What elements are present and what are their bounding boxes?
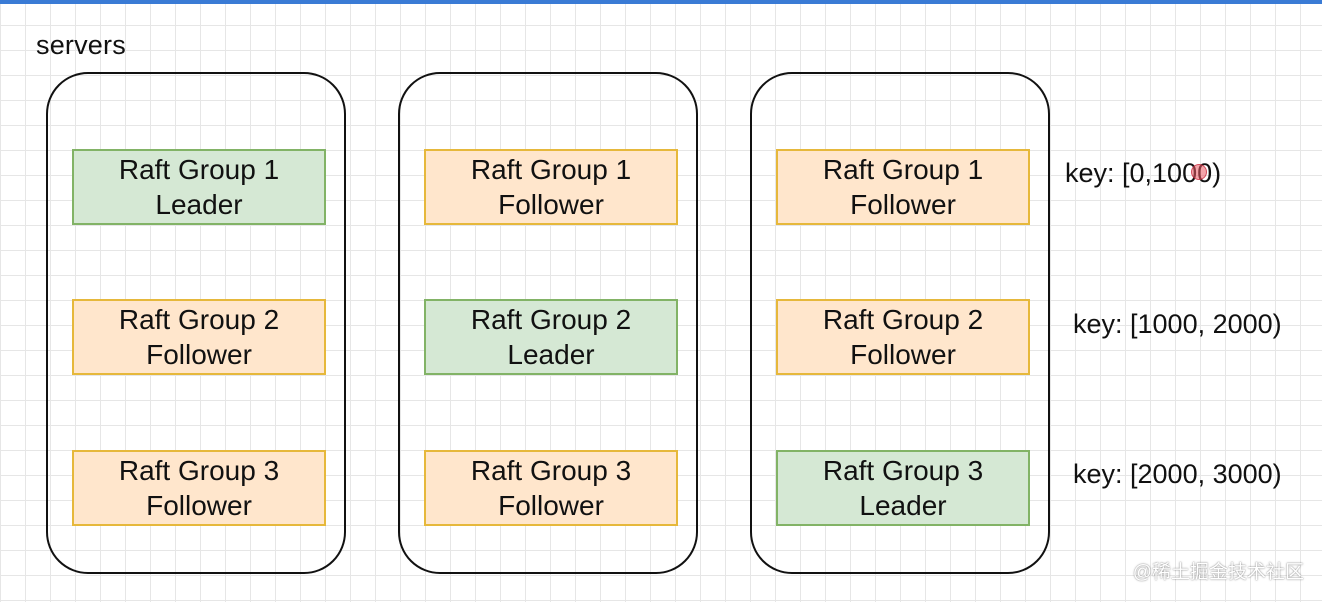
node-group-label: Raft Group 1 bbox=[118, 154, 280, 185]
node-group-label: Raft Group 2 bbox=[118, 304, 280, 335]
node-group-label: Raft Group 2 bbox=[470, 304, 632, 335]
top-accent-bar bbox=[0, 0, 1322, 4]
raft-node-server2-group1: Raft Group 1 Follower bbox=[424, 149, 678, 225]
node-role-label: Follower bbox=[498, 189, 604, 220]
node-group-label: Raft Group 3 bbox=[470, 455, 632, 486]
node-role-label: Follower bbox=[146, 339, 252, 370]
server-1: Raft Group 1 Leader Raft Group 2 Followe… bbox=[46, 72, 346, 574]
node-role-label: Leader bbox=[507, 339, 595, 370]
raft-node-server1-group1: Raft Group 1 Leader bbox=[72, 149, 326, 225]
key-range-group3: key: [2000, 3000) bbox=[1073, 459, 1282, 489]
raft-node-server2-group3: Raft Group 3 Follower bbox=[424, 450, 678, 526]
raft-node-server3-group3: Raft Group 3 Leader bbox=[776, 450, 1030, 526]
node-group-label: Raft Group 2 bbox=[822, 304, 984, 335]
raft-node-server3-group2: Raft Group 2 Follower bbox=[776, 299, 1030, 375]
node-role-label: Follower bbox=[850, 189, 956, 220]
raft-node-server1-group3: Raft Group 3 Follower bbox=[72, 450, 326, 526]
node-role-label: Follower bbox=[146, 490, 252, 521]
raft-node-server2-group2: Raft Group 2 Leader bbox=[424, 299, 678, 375]
node-role-label: Leader bbox=[859, 490, 947, 521]
diagram-title: servers bbox=[36, 30, 126, 60]
watermark-text: @稀土掘金技术社区 bbox=[1132, 562, 1304, 583]
node-role-label: Follower bbox=[498, 490, 604, 521]
server-3: Raft Group 1 Follower Raft Group 2 Follo… bbox=[750, 72, 1050, 574]
node-group-label: Raft Group 1 bbox=[470, 154, 632, 185]
server-2: Raft Group 1 Follower Raft Group 2 Leade… bbox=[398, 72, 698, 574]
node-role-label: Leader bbox=[155, 189, 243, 220]
node-group-label: Raft Group 3 bbox=[822, 455, 984, 486]
raft-node-server1-group2: Raft Group 2 Follower bbox=[72, 299, 326, 375]
node-group-label: Raft Group 3 bbox=[118, 455, 280, 486]
node-role-label: Follower bbox=[850, 339, 956, 370]
cursor-pointer-icon bbox=[1191, 164, 1207, 180]
node-group-label: Raft Group 1 bbox=[822, 154, 984, 185]
key-range-group2: key: [1000, 2000) bbox=[1073, 309, 1282, 339]
raft-node-server3-group1: Raft Group 1 Follower bbox=[776, 149, 1030, 225]
